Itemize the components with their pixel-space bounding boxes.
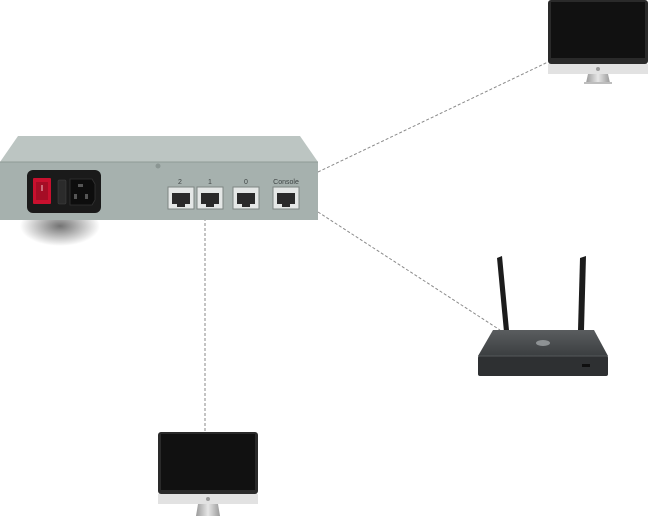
fuse-icon [57,179,67,205]
router-logo [536,340,550,346]
port-label-console: Console [273,179,299,186]
ethernet-port-console [272,186,300,210]
port-label-1: 1 [208,179,212,186]
device-indicator-dot [155,163,161,169]
monitor-icon [548,0,648,84]
ethernet-port-1 [196,186,224,210]
power-socket-icon [69,178,96,206]
port-label-0: 0 [244,179,248,186]
connection-device-to-router [317,211,501,331]
device-top-face [0,136,318,162]
ethernet-port-0 [232,186,260,210]
router-usb-port [582,364,590,367]
port-labels: 2 1 0 Console [178,179,299,186]
wireless-router-icon [478,256,608,376]
connection-lines [204,61,549,433]
ethernet-port-2 [167,186,195,210]
power-module [27,170,101,213]
port-label-2: 2 [178,179,182,186]
network-appliance: 2 1 0 Console [0,136,318,246]
connection-device-to-monitor-top-right [317,61,549,173]
monitor-icon [158,432,258,516]
